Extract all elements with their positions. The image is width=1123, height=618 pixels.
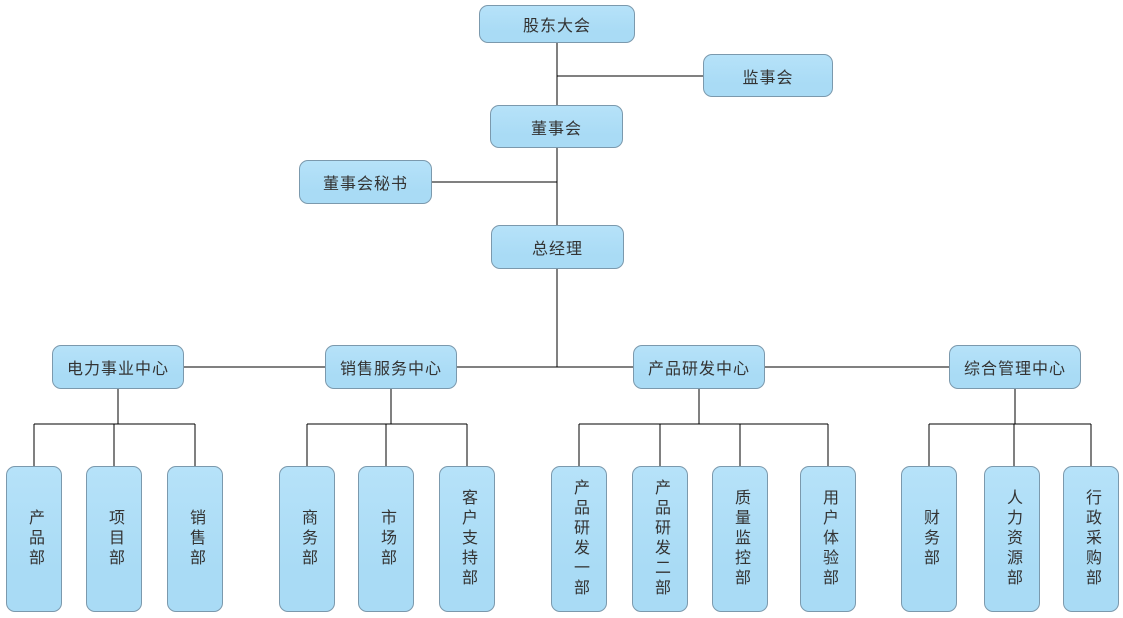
node-label: 销售部 <box>187 509 204 569</box>
node-dept-admin-procurement: 行政采购部 <box>1063 466 1119 612</box>
node-general-manager: 总经理 <box>491 225 624 269</box>
node-label: 综合管理中心 <box>963 361 1066 378</box>
node-dept-sales: 销售部 <box>167 466 223 612</box>
node-label: 商务部 <box>299 509 316 569</box>
node-dept-rd-2: 产品研发二部 <box>632 466 688 612</box>
node-label: 产品研发一部 <box>571 479 588 599</box>
node-label: 产品研发二部 <box>652 479 669 599</box>
node-supervisory-board: 监事会 <box>703 54 833 97</box>
node-label: 市场部 <box>378 509 395 569</box>
node-center-general-management: 综合管理中心 <box>949 345 1081 389</box>
node-center-product-rd: 产品研发中心 <box>633 345 765 389</box>
node-label: 监事会 <box>742 69 794 87</box>
node-label: 客户支持部 <box>459 489 476 589</box>
node-shareholders-meeting: 股东大会 <box>479 5 635 43</box>
connectors <box>33 43 1092 467</box>
node-label: 股东大会 <box>522 18 591 35</box>
node-label: 人力资源部 <box>1004 489 1021 589</box>
node-label: 行政采购部 <box>1083 489 1100 589</box>
node-board-of-directors: 董事会 <box>490 105 623 148</box>
node-dept-customer-support: 客户支持部 <box>439 466 495 612</box>
node-label: 董事会 <box>530 120 582 138</box>
node-label: 用户体验部 <box>820 489 837 589</box>
node-dept-marketing: 市场部 <box>358 466 414 612</box>
node-dept-finance: 财务部 <box>901 466 957 612</box>
node-label: 总经理 <box>531 241 583 258</box>
node-dept-project: 项目部 <box>86 466 142 612</box>
node-dept-business: 商务部 <box>279 466 335 612</box>
node-dept-human-resources: 人力资源部 <box>984 466 1040 612</box>
node-label: 董事会秘书 <box>322 176 408 193</box>
node-label: 项目部 <box>106 509 123 569</box>
node-label: 质量监控部 <box>732 489 749 589</box>
node-board-secretary: 董事会秘书 <box>299 160 432 204</box>
node-dept-product: 产品部 <box>6 466 62 612</box>
node-label: 销售服务中心 <box>339 361 442 378</box>
node-center-power-business: 电力事业中心 <box>52 345 184 389</box>
node-center-sales-service: 销售服务中心 <box>325 345 457 389</box>
node-label: 电力事业中心 <box>66 361 169 378</box>
node-label: 财务部 <box>921 509 938 569</box>
node-label: 产品部 <box>26 509 43 569</box>
node-dept-quality-monitoring: 质量监控部 <box>712 466 768 612</box>
node-dept-rd-1: 产品研发一部 <box>551 466 607 612</box>
node-label: 产品研发中心 <box>647 361 750 378</box>
node-dept-user-experience: 用户体验部 <box>800 466 856 612</box>
